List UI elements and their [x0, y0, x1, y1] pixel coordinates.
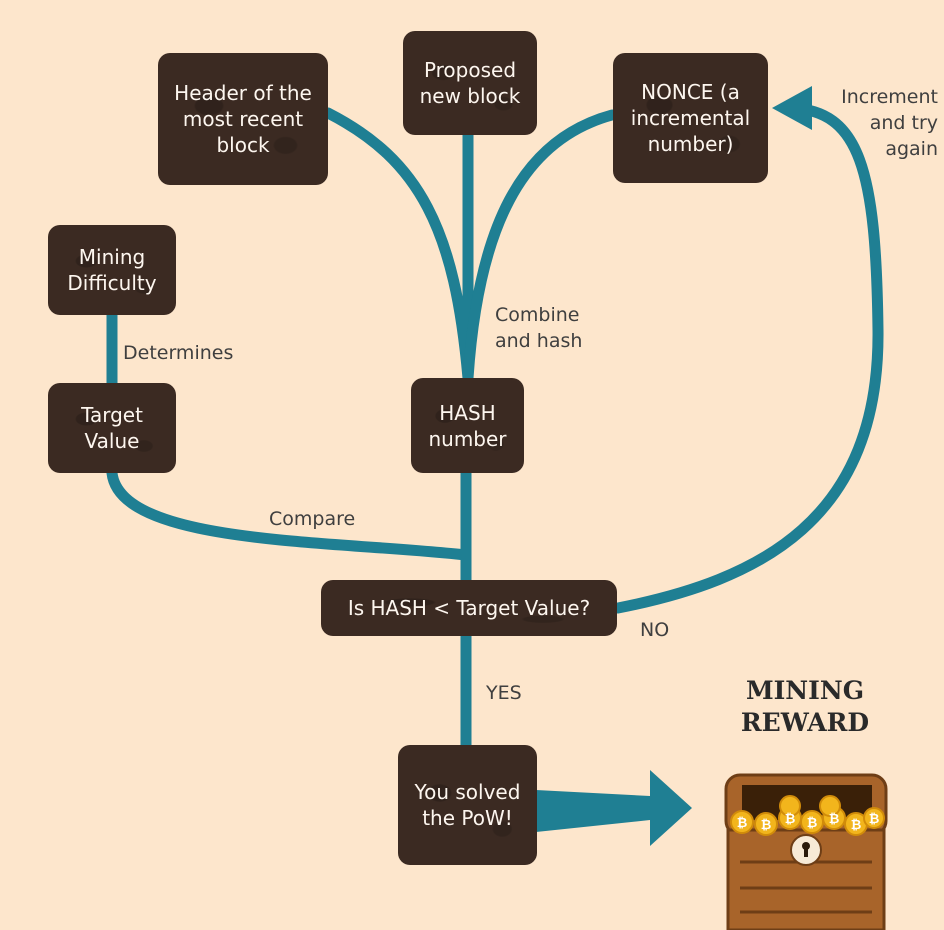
svg-text:₿: ₿ — [785, 812, 796, 827]
label-determines: Determines — [123, 342, 234, 364]
treasure-chest-icon — [724, 773, 888, 930]
svg-text:₿: ₿ — [851, 818, 862, 833]
label-combine: Combine and hash — [495, 304, 583, 352]
svg-text:₿: ₿ — [761, 818, 772, 833]
label-increment: Increment and try again — [841, 86, 938, 160]
node-compare-question: Is HASH < Target Value? — [321, 580, 617, 636]
label-compare: Compare — [269, 508, 356, 530]
mining-reward-title: MINING REWARD — [740, 676, 870, 737]
bitcoin-coin-icon — [730, 795, 885, 836]
label-no: NO — [640, 619, 670, 641]
node-nonce: NONCE (a incremental number) — [613, 53, 768, 183]
reward-arrow — [536, 770, 692, 846]
svg-text:₿: ₿ — [807, 816, 818, 831]
node-mining-difficulty: Mining Difficulty — [48, 225, 176, 315]
node-header-recent-block: Header of the most recent block — [158, 53, 328, 185]
label-yes: YES — [486, 682, 522, 704]
connector-nonce-hash — [462, 109, 618, 384]
arrowhead-nonce — [772, 86, 812, 130]
node-target-value: Target Value — [48, 383, 176, 473]
connector-no-loop — [612, 102, 884, 614]
svg-text:₿: ₿ — [869, 812, 880, 827]
svg-text:₿: ₿ — [737, 816, 748, 831]
node-solved-pow: You solved the PoW! — [398, 745, 537, 865]
node-proposed-new-block: Proposed new block — [403, 31, 537, 135]
coin-symbols: ₿ ₿ ₿ ₿ ₿ ₿ ₿ — [737, 812, 880, 833]
connector-header-hash — [322, 107, 474, 384]
connector-target-compare — [106, 467, 472, 561]
node-hash-number: HASH number — [411, 378, 524, 473]
svg-text:₿: ₿ — [829, 812, 840, 827]
